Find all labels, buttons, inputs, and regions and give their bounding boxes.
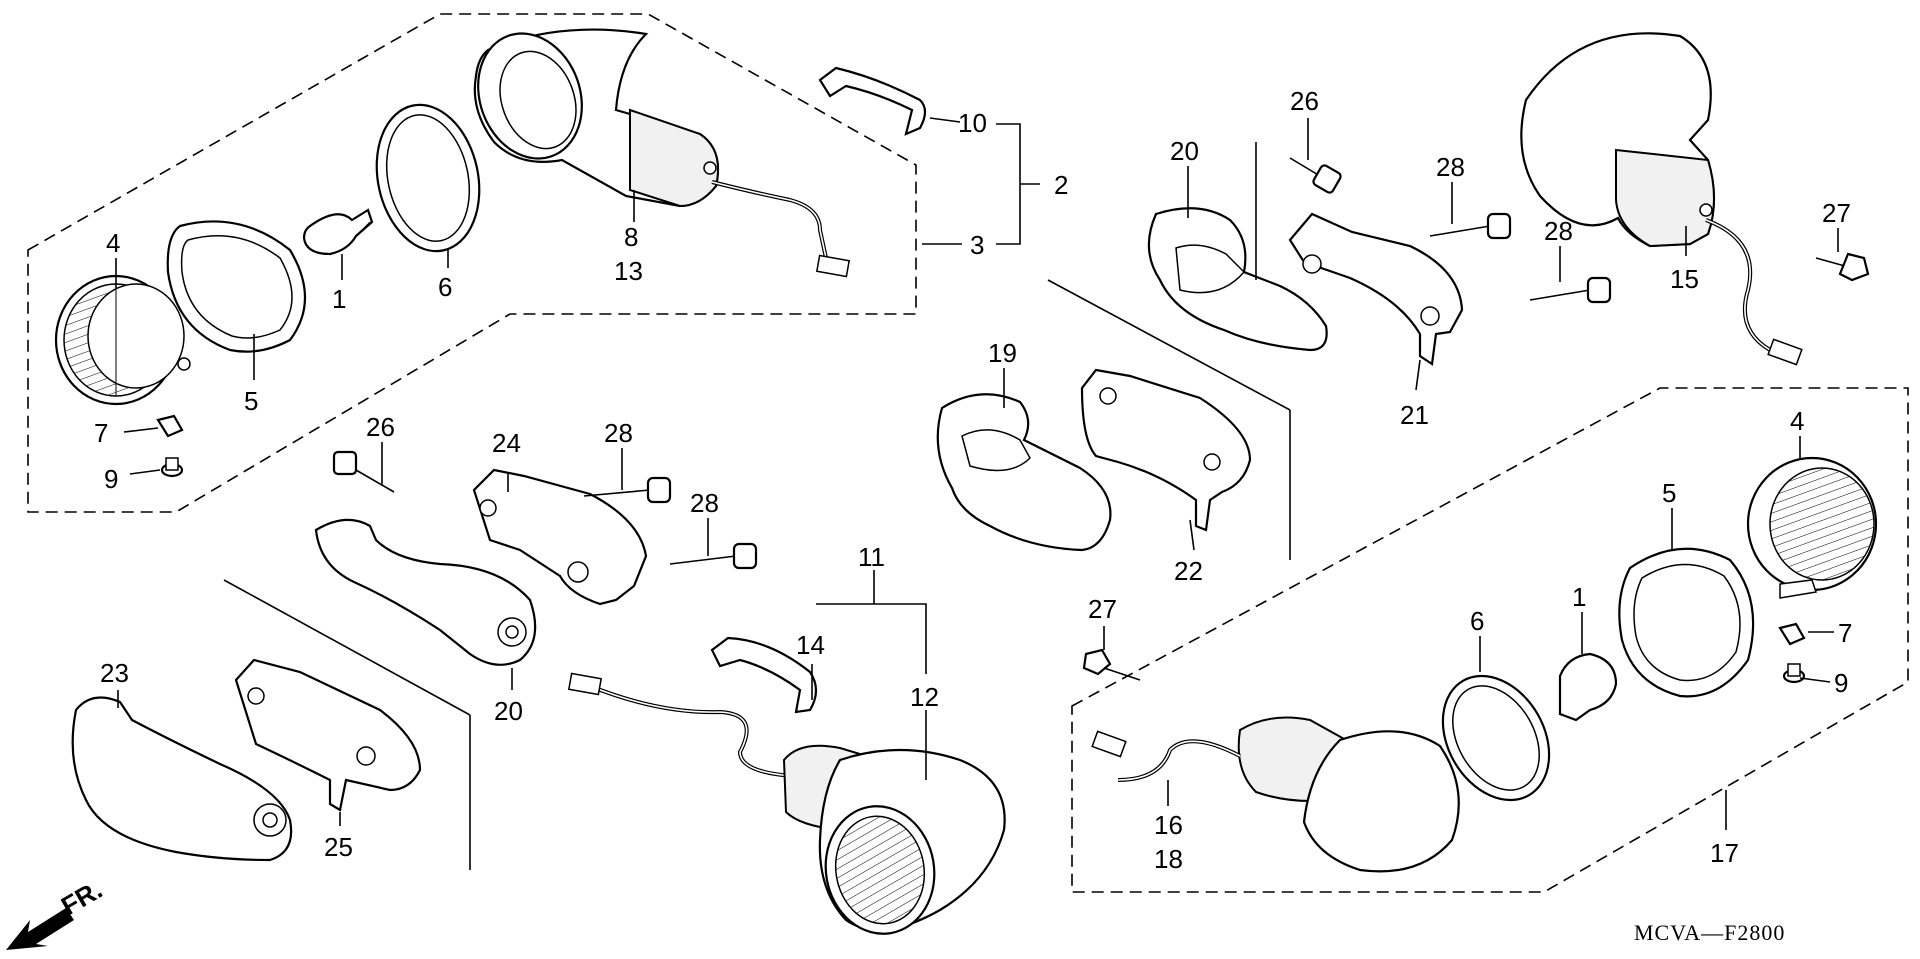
callout-23: 23 <box>100 658 129 688</box>
part-1-bulb-lower <box>1558 652 1618 722</box>
part-5-rim-upper <box>166 220 306 353</box>
callout-17: 17 <box>1710 838 1739 868</box>
part-9-screw-lower <box>1782 663 1806 684</box>
part-1-bulb-upper <box>302 208 374 256</box>
callout-5-lower: 5 <box>1662 478 1676 508</box>
callout-27-lower: 27 <box>1088 594 1117 624</box>
callout-4-upper: 4 <box>106 228 120 258</box>
part-19-guard-middle <box>936 393 1112 552</box>
callout-8: 8 <box>624 222 638 252</box>
callout-2: 2 <box>1054 170 1068 200</box>
callout-5-upper: 5 <box>244 386 258 416</box>
part-14-clamp-lower <box>710 636 818 714</box>
callout-11: 11 <box>858 542 885 572</box>
part-4-lens-upper <box>54 274 191 406</box>
assembly-boundary-lower-right <box>1071 387 1909 893</box>
part-26-bolt-upper <box>1289 157 1342 194</box>
part-5-rim-lower <box>1618 547 1755 698</box>
part-20-guard-lower <box>314 518 537 666</box>
part-28-bolt-lower-a <box>583 476 672 504</box>
part-27-bolt-upper <box>1815 252 1870 282</box>
callout-27-upper: 27 <box>1822 198 1851 228</box>
part-6-gasket-upper <box>375 103 481 253</box>
part-23-guard-lower-left <box>71 696 293 862</box>
callout-9-lower: 9 <box>1834 668 1848 698</box>
callout-6-upper: 6 <box>438 272 452 302</box>
callout-22: 22 <box>1174 556 1203 586</box>
callout-13: 13 <box>614 256 643 286</box>
callout-28-upper-b: 28 <box>1544 216 1573 246</box>
part-7-nut-upper <box>156 414 184 438</box>
assembly-boundary-upper-left <box>27 13 917 513</box>
callout-1-lower: 1 <box>1572 582 1586 612</box>
callout-19: 19 <box>988 338 1017 368</box>
callout-4-lower: 4 <box>1790 406 1804 436</box>
callout-24: 24 <box>492 428 521 458</box>
part-28-bolt-upper-a <box>1429 212 1512 240</box>
part-25-bracket-lower-left <box>234 658 422 812</box>
diagram-code: MCVA—F2800 <box>1634 920 1785 945</box>
callout-16: 16 <box>1154 810 1183 840</box>
part-28-bolt-upper-b <box>1529 276 1612 304</box>
part-7-nut-lower <box>1778 622 1806 646</box>
part-4-lens-lower <box>1746 456 1878 599</box>
callout-26-lower: 26 <box>366 412 395 442</box>
callout-28-upper-a: 28 <box>1436 152 1465 182</box>
part-6-gasket-lower <box>1441 674 1551 802</box>
callout-28-lower-a: 28 <box>604 418 633 448</box>
part-12-housing-lower <box>567 672 1006 935</box>
part-20-guard-upper <box>1147 207 1328 352</box>
callout-7-upper: 7 <box>94 418 108 448</box>
callout-15: 15 <box>1670 264 1699 294</box>
callout-7-lower: 7 <box>1838 618 1852 648</box>
part-24-bracket-lower <box>472 468 648 606</box>
callout-labels: 4 5 1 6 7 9 8 13 10 2 3 26 20 28 28 21 2… <box>94 86 1852 874</box>
direction-arrow-icon <box>6 908 74 950</box>
part-28-bolt-lower-b <box>669 542 758 570</box>
callout-26-upper: 26 <box>1290 86 1319 116</box>
callout-10: 10 <box>958 108 987 138</box>
callout-6-lower: 6 <box>1470 606 1484 636</box>
callout-28-lower-b: 28 <box>690 488 719 518</box>
callout-18: 18 <box>1154 844 1183 874</box>
callout-20-upper: 20 <box>1170 136 1199 166</box>
part-9-screw-upper <box>160 457 184 478</box>
part-22-bracket-middle <box>1080 368 1252 532</box>
part-10-clamp-upper <box>818 66 927 136</box>
part-21-bracket-upper <box>1288 212 1464 366</box>
part-27-bolt-lower <box>1082 648 1141 681</box>
part-15-housing-upper-right <box>1520 32 1803 366</box>
part-16-18-housing-lower <box>1091 716 1460 873</box>
part-26-bolt-lower <box>332 450 395 493</box>
callout-9-upper: 9 <box>104 464 118 494</box>
separator-lines <box>223 279 1291 870</box>
callout-20-lower: 20 <box>494 696 523 726</box>
callout-1-upper: 1 <box>332 284 346 314</box>
part-8-13-housing-upper <box>473 28 851 278</box>
callout-12: 12 <box>910 682 939 712</box>
callout-21: 21 <box>1400 400 1429 430</box>
callout-25: 25 <box>324 832 353 862</box>
callout-14: 14 <box>796 630 825 660</box>
leader-lines <box>115 117 1839 830</box>
callout-3: 3 <box>970 230 984 260</box>
